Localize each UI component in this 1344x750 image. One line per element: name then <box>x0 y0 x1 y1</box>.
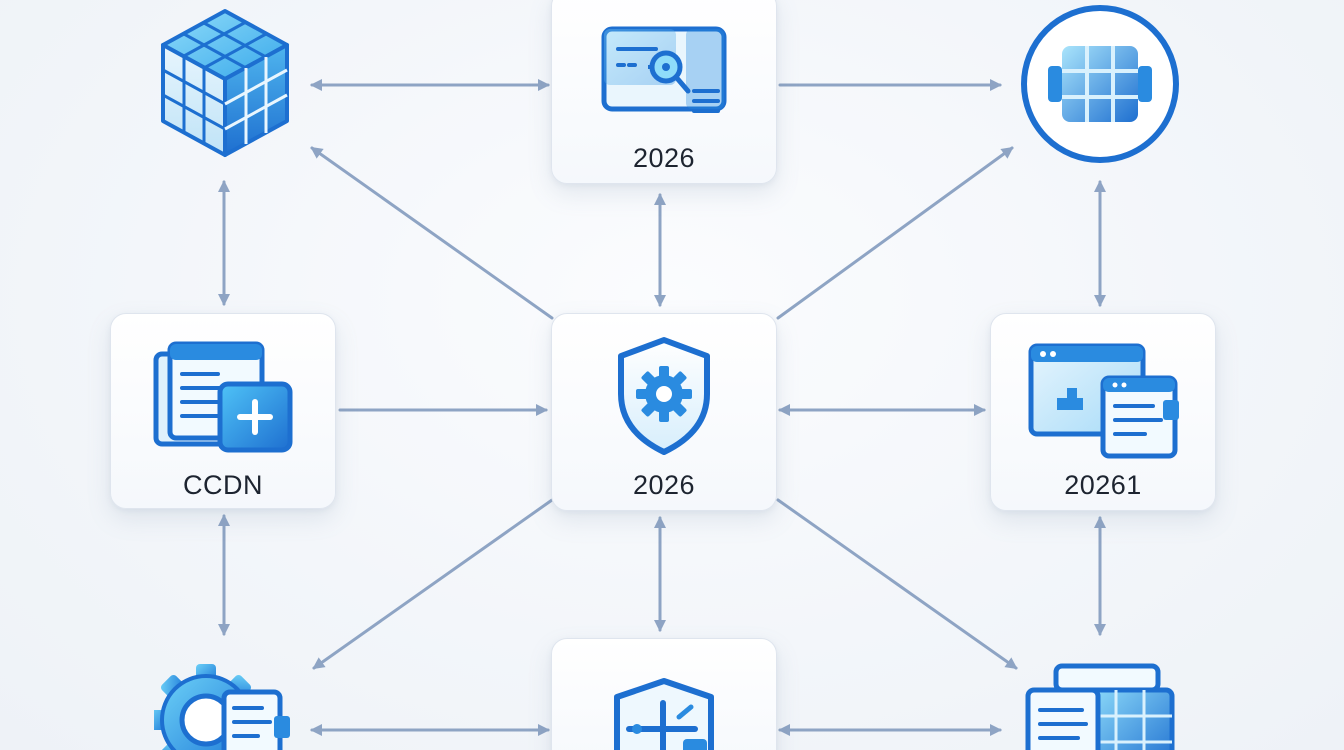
documents-plus-icon <box>153 341 293 453</box>
node-top-right[interactable] <box>1016 4 1184 164</box>
connector-center-to-top-left <box>310 146 554 320</box>
connector-center-to-bottom-right <box>776 498 1018 670</box>
node-top-center-label: 2026 <box>632 143 696 173</box>
node-mid-left-label: CCDN <box>183 470 263 500</box>
node-bottom-left[interactable] <box>154 658 294 750</box>
connector-center-to-bottom-left <box>312 498 554 670</box>
node-bottom-center[interactable] <box>551 638 777 750</box>
node-mid-right-label: 20261 <box>1064 470 1142 500</box>
node-bottom-right[interactable] <box>1022 660 1178 750</box>
node-top-left[interactable] <box>150 5 300 165</box>
browser-windows-icon <box>1028 343 1179 459</box>
node-top-center[interactable]: 2026 <box>551 0 777 184</box>
cube-grid-icon <box>161 9 289 157</box>
dashboard-target-icon <box>601 26 727 113</box>
node-center-label: 2026 <box>632 470 696 500</box>
shield-tools-icon <box>614 678 714 750</box>
grid-circle-icon <box>1021 5 1179 163</box>
connector-center-to-top-right <box>776 146 1014 320</box>
shield-gear-icon <box>618 337 710 455</box>
node-mid-left[interactable]: CCDN <box>110 313 336 509</box>
node-center[interactable]: 2026 <box>551 313 777 511</box>
node-mid-right[interactable]: 20261 <box>990 313 1216 511</box>
gear-document-icon <box>154 664 290 750</box>
stacked-documents-icon <box>1025 663 1175 750</box>
